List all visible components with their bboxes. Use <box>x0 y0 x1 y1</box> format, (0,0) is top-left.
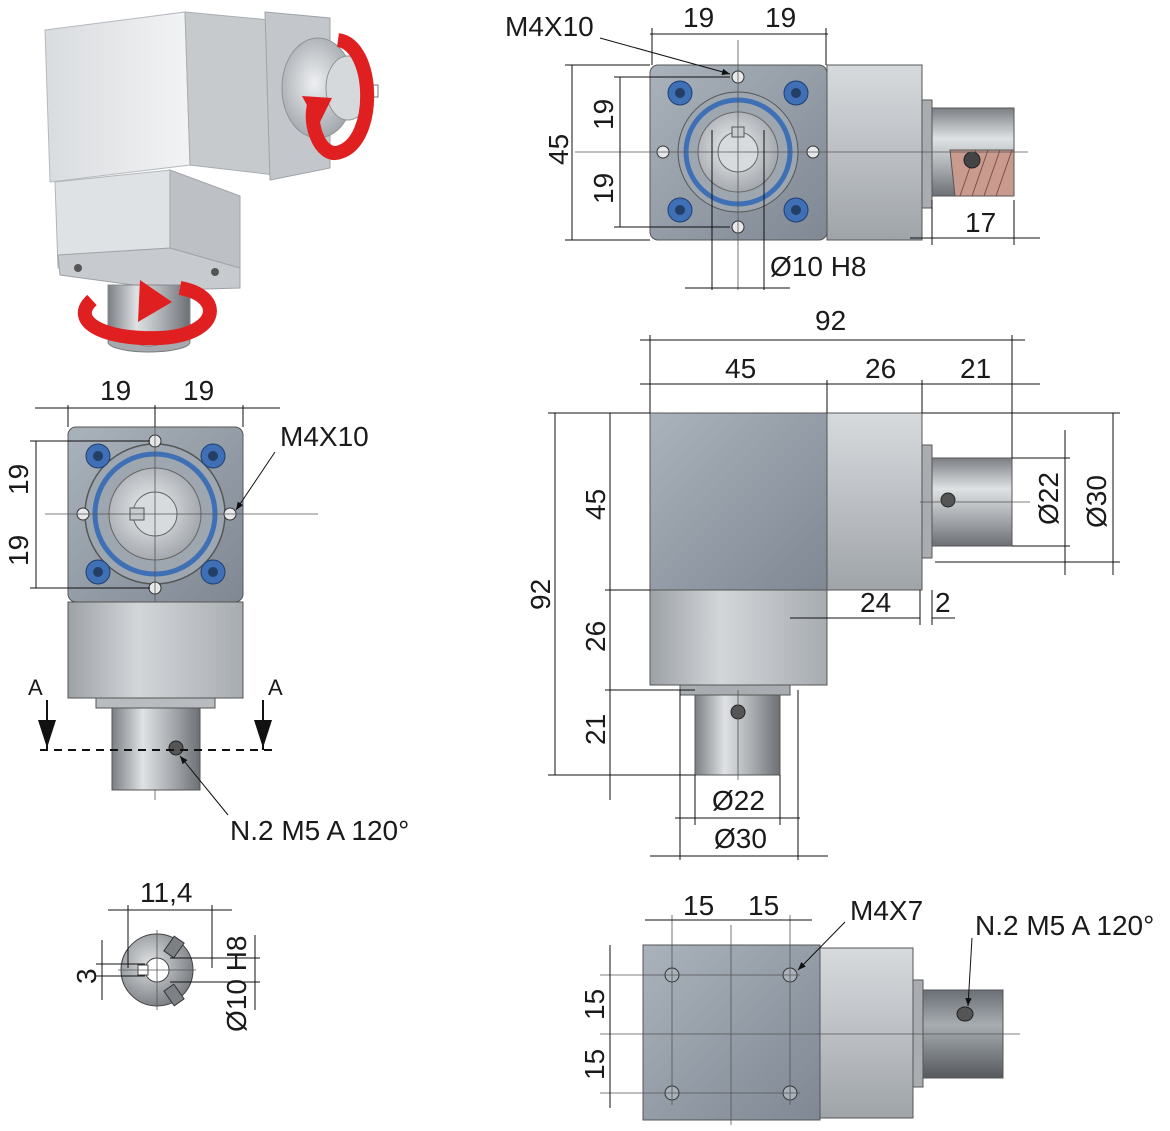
side-dim-height-body: 45 <box>580 489 611 520</box>
top-dim-left: 19 <box>683 2 714 33</box>
bottom-dim-left: 15 <box>683 890 714 921</box>
side-dim-24: 24 <box>860 587 891 618</box>
iso-arrowhead-lower <box>138 280 172 322</box>
side-housing-right <box>826 412 923 591</box>
side-body <box>649 412 828 591</box>
side-housing-lower <box>649 589 828 686</box>
iso-rotation-arrow-right <box>305 33 375 160</box>
top-dim-right: 19 <box>765 2 796 33</box>
hub-dim-key: 3 <box>71 968 102 984</box>
top-thread-callout: M4X10 <box>505 11 594 42</box>
bottom-dim-vert-lower: 15 <box>579 1049 610 1080</box>
hub-dim-bore: Ø10 H8 <box>221 936 252 1033</box>
front-view: A A 19 19 19 19 M4X10 N.2 M5 A 120° <box>3 375 409 846</box>
front-lower-housing <box>67 601 244 699</box>
bottom-housing <box>819 947 914 1119</box>
iso-rotation-arrow-lower <box>77 281 217 346</box>
front-hole-callout: N.2 M5 A 120° <box>230 815 409 846</box>
top-dim-vert-lower: 19 <box>588 173 619 204</box>
side-view: 92 45 26 21 92 45 26 21 Ø22 Ø30 24 2 <box>525 305 1120 860</box>
top-dim-height: 45 <box>543 134 574 165</box>
side-dim-d22-bottom: Ø22 <box>712 785 765 816</box>
top-dim-shaft-length: 17 <box>965 207 996 238</box>
front-dim-vert-lower: 19 <box>3 535 34 566</box>
side-dim-width-body: 45 <box>725 353 756 384</box>
side-dim-d22-right: Ø22 <box>1033 472 1064 525</box>
iso-gearbox-side <box>184 11 276 176</box>
iso-arrowhead-right <box>302 96 332 126</box>
side-dim-width-shaft: 21 <box>960 353 991 384</box>
side-dim-height-mid: 26 <box>580 621 611 652</box>
top-dim-vert-upper: 19 <box>588 99 619 130</box>
top-housing <box>826 64 923 241</box>
front-dim-vert-upper: 19 <box>3 464 34 495</box>
side-dim-width-mid: 26 <box>865 353 896 384</box>
front-screws <box>85 443 226 585</box>
top-view: 19 19 M4X10 45 19 19 Ø10 H8 17 <box>505 2 1040 290</box>
bottom-hole-callout: N.2 M5 A 120° <box>975 910 1154 941</box>
section-mark-right: A <box>268 675 283 700</box>
front-dim-top-left: 19 <box>100 375 131 406</box>
iso-view <box>44 11 379 353</box>
bottom-thread-callout: M4X7 <box>850 895 923 926</box>
side-dim-d30-bottom: Ø30 <box>714 823 767 854</box>
bottom-dim-right: 15 <box>748 890 779 921</box>
section-mark-left: A <box>28 675 43 700</box>
iso-flange-lower <box>57 247 241 291</box>
front-dim-top-right: 19 <box>183 375 214 406</box>
iso-gearbox-top <box>44 11 191 183</box>
bottom-dim-vert-upper: 15 <box>579 989 610 1020</box>
side-dim-height-shaft: 21 <box>580 714 611 745</box>
side-dim-total-width: 92 <box>815 305 846 336</box>
top-dim-bore: Ø10 H8 <box>770 251 867 282</box>
side-dim-d30-right: Ø30 <box>1081 475 1112 528</box>
bottom-view: 15 15 15 15 M4X7 N.2 M5 A 120° <box>579 890 1154 1125</box>
hub-section-view: 11,4 3 Ø10 H8 <box>71 877 260 1032</box>
side-dim-2: 2 <box>935 587 951 618</box>
front-thread-callout: M4X10 <box>280 421 369 452</box>
hub-dim-width: 11,4 <box>140 877 192 908</box>
side-dim-total-height: 92 <box>525 579 556 610</box>
top-screws <box>667 80 809 223</box>
